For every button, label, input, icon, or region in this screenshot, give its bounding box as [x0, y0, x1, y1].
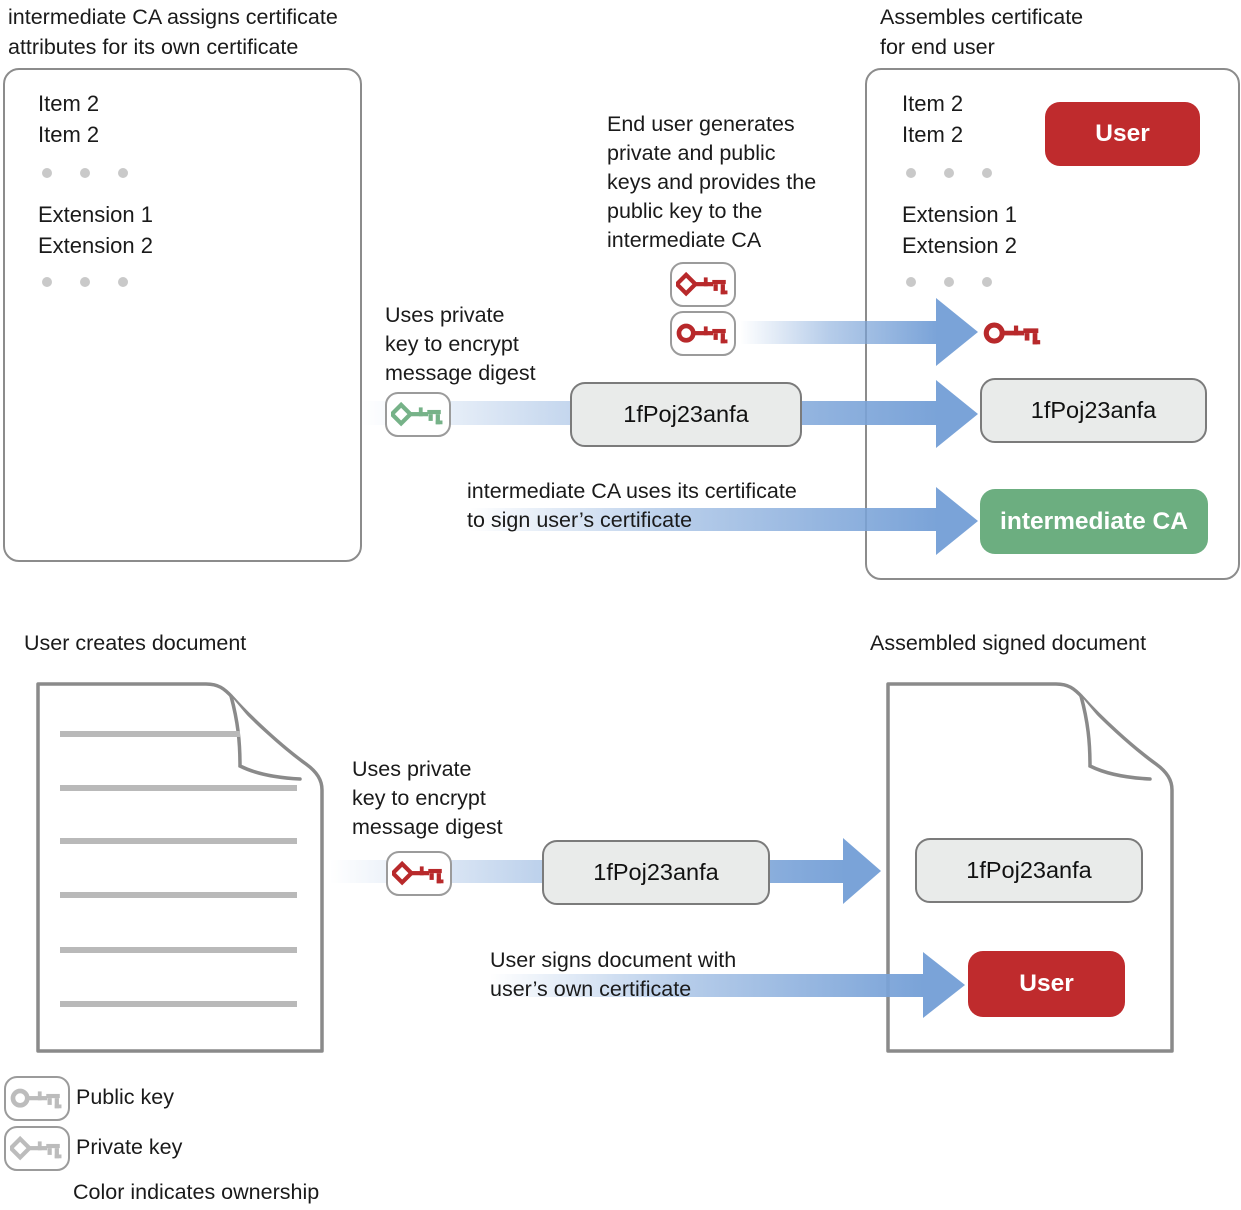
user-badge: User [968, 951, 1125, 1017]
end-user-note: End user generates private and public ke… [607, 112, 817, 252]
arrowhead-icon [936, 298, 978, 366]
sign-certificate-note: intermediate CA uses its certificate to … [467, 479, 797, 532]
message-digest-box: 1fPoj23anfa [570, 382, 802, 447]
intermediate-ca-badge: intermediate CA [980, 489, 1208, 554]
cert-item: Item 2 [902, 122, 964, 147]
arrowhead-icon [936, 487, 978, 555]
arrowhead-icon [936, 380, 978, 448]
bottom-left-title: User creates document [24, 631, 247, 655]
private-key-icon [670, 262, 736, 307]
message-digest-box: 1fPoj23anfa [915, 838, 1143, 903]
ellipsis-dots [42, 168, 128, 178]
ellipsis-dots [906, 277, 992, 287]
private-key-icon [385, 392, 451, 437]
bottom-right-title: Assembled signed document [870, 631, 1147, 655]
cert-extension: Extension 1 [38, 202, 153, 227]
user-sign-arrow-band [490, 974, 923, 997]
top-right-title: Assembles certificate for end user [880, 5, 1084, 59]
public-key-icon [4, 1076, 70, 1121]
cert-item: Item 2 [38, 122, 100, 147]
cert-item: Item 2 [902, 91, 964, 116]
intermediate-ca-certificate-panel [3, 68, 362, 562]
uses-private-key-note: Uses private key to encrypt message dige… [352, 757, 503, 839]
cert-extension: Extension 2 [38, 233, 153, 258]
legend-public-key-label: Public key [76, 1085, 174, 1109]
sign-arrow-band [470, 508, 938, 531]
ellipsis-dots [906, 168, 992, 178]
message-digest-box: 1fPoj23anfa [542, 840, 770, 905]
public-key-icon [670, 311, 736, 356]
cert-item: Item 2 [38, 91, 100, 116]
ellipsis-dots [42, 277, 128, 287]
top-left-title: intermediate CA assigns certificate attr… [8, 5, 338, 59]
private-key-icon [386, 851, 452, 896]
public-key-icon [983, 315, 1043, 358]
cert-extension: Extension 2 [902, 233, 1017, 258]
legend-private-key-label: Private key [76, 1135, 183, 1159]
user-signs-note: User signs document with user’s own cert… [490, 948, 737, 1001]
private-key-icon [4, 1126, 70, 1171]
document-icon [36, 682, 324, 1053]
legend-color-note: Color indicates ownership [73, 1180, 320, 1204]
arrowhead-icon [923, 952, 965, 1018]
uses-private-key-note: Uses private key to encrypt message dige… [385, 303, 536, 385]
user-badge: User [1045, 102, 1200, 166]
cert-extension: Extension 1 [902, 202, 1017, 227]
public-key-arrow-band [740, 321, 938, 344]
message-digest-box: 1fPoj23anfa [980, 378, 1207, 443]
arrowhead-icon [843, 838, 881, 904]
